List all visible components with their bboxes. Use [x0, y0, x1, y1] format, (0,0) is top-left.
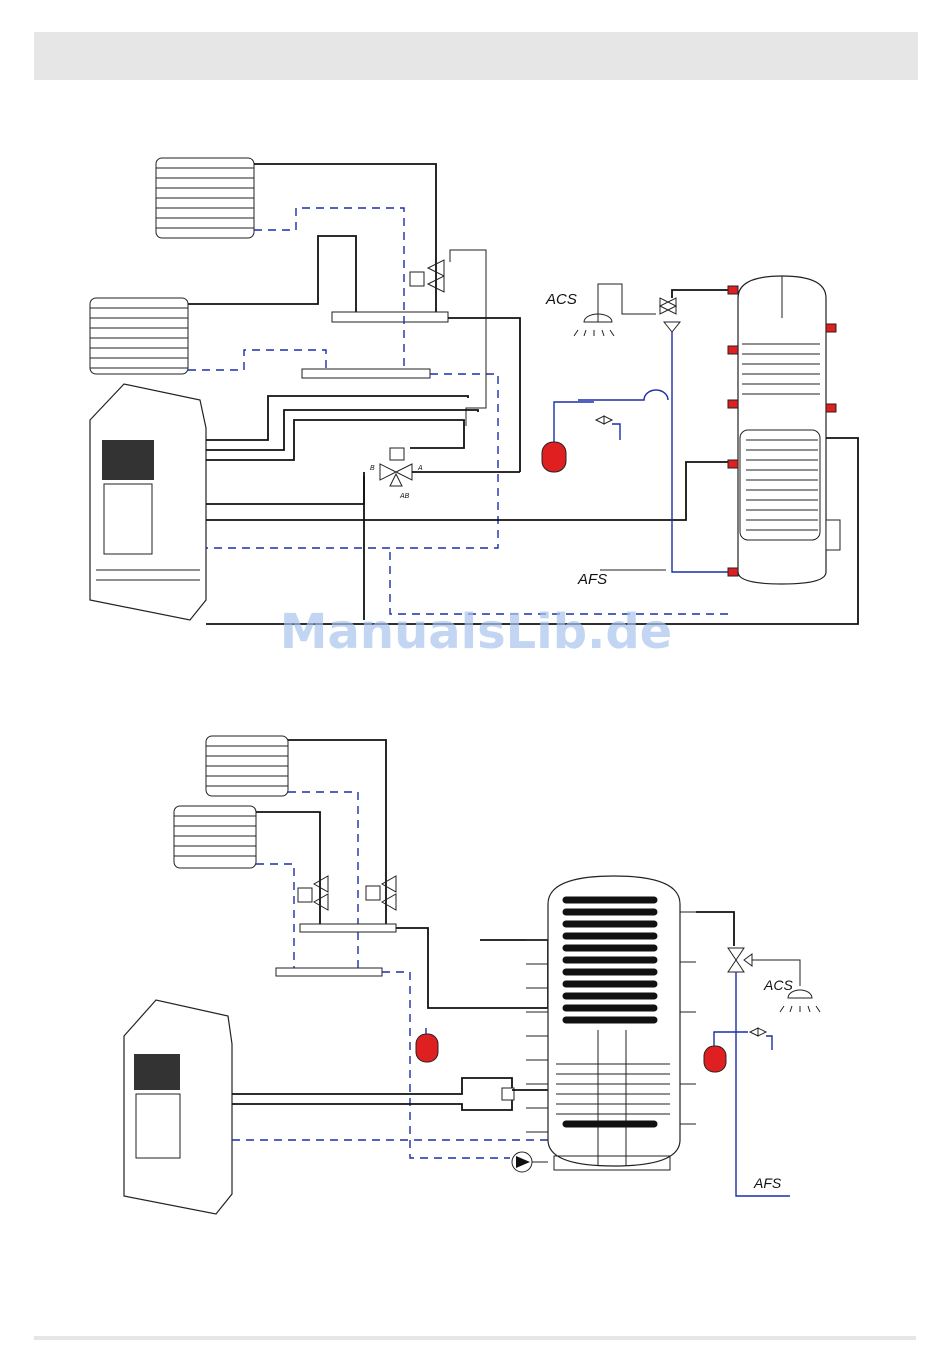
- bottom-diagram: ACS AFS: [124, 736, 820, 1214]
- three-way-valve: B A AB: [370, 448, 423, 500]
- valve-label-ab: AB: [399, 493, 410, 500]
- expansion-tank-top: [542, 402, 620, 472]
- stove-bottom: [124, 1000, 232, 1214]
- shower-head-top: [574, 284, 656, 336]
- afs-label-bottom: AFS: [753, 1175, 782, 1191]
- radiator-lower-top: [90, 298, 188, 374]
- valve-label-b: B: [370, 465, 375, 472]
- radiator-upper-bottom: [206, 736, 288, 796]
- top-diagram: B A AB ACS AFS: [90, 158, 858, 624]
- circulation-pump: [512, 1152, 532, 1172]
- watermark: ManualsLib.de: [280, 604, 672, 660]
- storage-tank-bottom: [526, 876, 696, 1170]
- shower-head-bottom: [780, 990, 820, 1012]
- acs-label-bottom: ACS: [763, 977, 793, 993]
- zone-valve-top: [410, 250, 486, 426]
- stove-top: [90, 384, 206, 620]
- footer-line: [34, 1336, 916, 1340]
- afs-label-top: AFS: [577, 571, 607, 588]
- expansion-tank-bottom-left: [416, 1028, 438, 1062]
- radiator-lower-bottom: [174, 806, 256, 868]
- valve-label-a: A: [417, 465, 423, 472]
- acs-label-top: ACS: [545, 291, 577, 308]
- expansion-tank-bottom-right: [704, 1028, 772, 1072]
- radiator-upper-top: [156, 158, 254, 238]
- storage-tank-top: [728, 276, 858, 584]
